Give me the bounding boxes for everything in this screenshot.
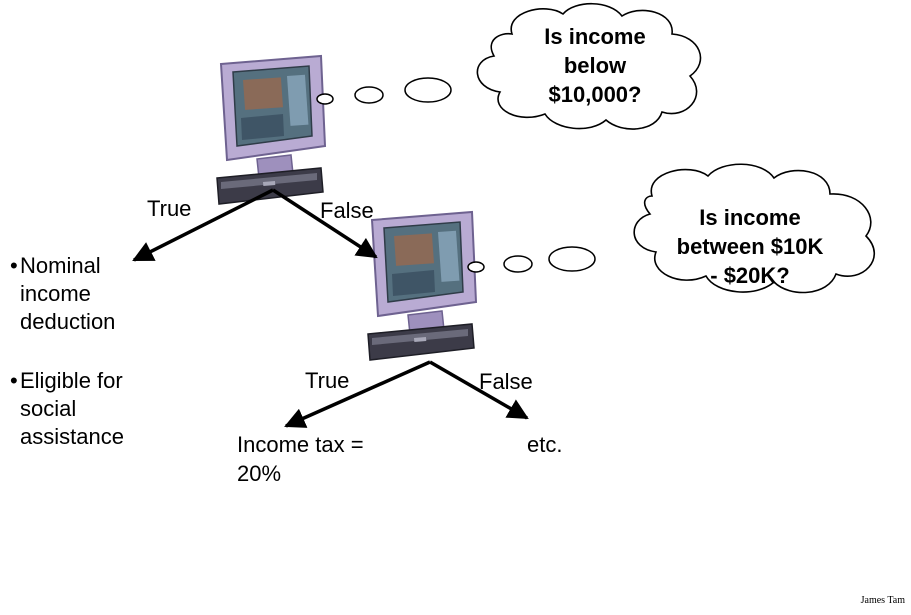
author-footer: James Tam (860, 595, 905, 606)
root-question-line-1: Is income (544, 24, 646, 49)
second-computer-icon (367, 211, 477, 361)
second-true-label: True (305, 368, 350, 393)
root-question-line-2: below (563, 53, 627, 78)
second-question-line-2: between $10K (676, 234, 824, 259)
true-outcome-1-line-2: income (20, 281, 91, 306)
second-true-outcome: Income tax = 20% (237, 430, 364, 488)
second-true-outcome-line-1: Income tax = (237, 432, 364, 457)
root-thought-bubbles (316, 77, 452, 105)
root-computer-icon (216, 55, 326, 205)
second-false-label: False (479, 369, 533, 394)
bullet-dot-icon: • (10, 368, 18, 393)
second-thought-cloud-icon (633, 163, 875, 294)
true-outcome-2-line-1: Eligible for (20, 368, 123, 393)
second-question-line-1: Is income (699, 205, 801, 230)
true-outcome-bullet-1: • Nominal income deduction (10, 252, 116, 336)
second-true-outcome-line-2: 20% (237, 461, 282, 486)
root-false-label: False (320, 198, 374, 223)
root-thought-cloud-icon (476, 3, 702, 130)
root-question-line-3: $10,000? (548, 82, 642, 107)
root-false-arrow-icon (272, 188, 378, 259)
second-true-arrow-icon (284, 360, 431, 428)
bullet-dot-icon: • (10, 253, 18, 278)
second-question-line-3: - $20K? (710, 263, 790, 288)
second-false-outcome: etc. (527, 432, 563, 457)
second-false-arrow-icon (429, 360, 529, 420)
tree-arrows (132, 188, 529, 428)
true-outcome-2-line-2: social (20, 396, 77, 421)
second-thought-bubbles (467, 246, 596, 273)
true-outcome-2-line-3: assistance (20, 424, 124, 449)
root-question: Is income below $10,000? (520, 22, 670, 109)
true-outcome-bullet-2: • Eligible for social assistance (10, 367, 124, 451)
root-true-label: True (147, 196, 192, 221)
true-outcome-1-line-3: deduction (20, 309, 116, 334)
second-question: Is income between $10K - $20K? (660, 203, 840, 290)
root-true-arrow-icon (132, 188, 274, 262)
true-outcome-1-line-1: Nominal (20, 253, 101, 278)
